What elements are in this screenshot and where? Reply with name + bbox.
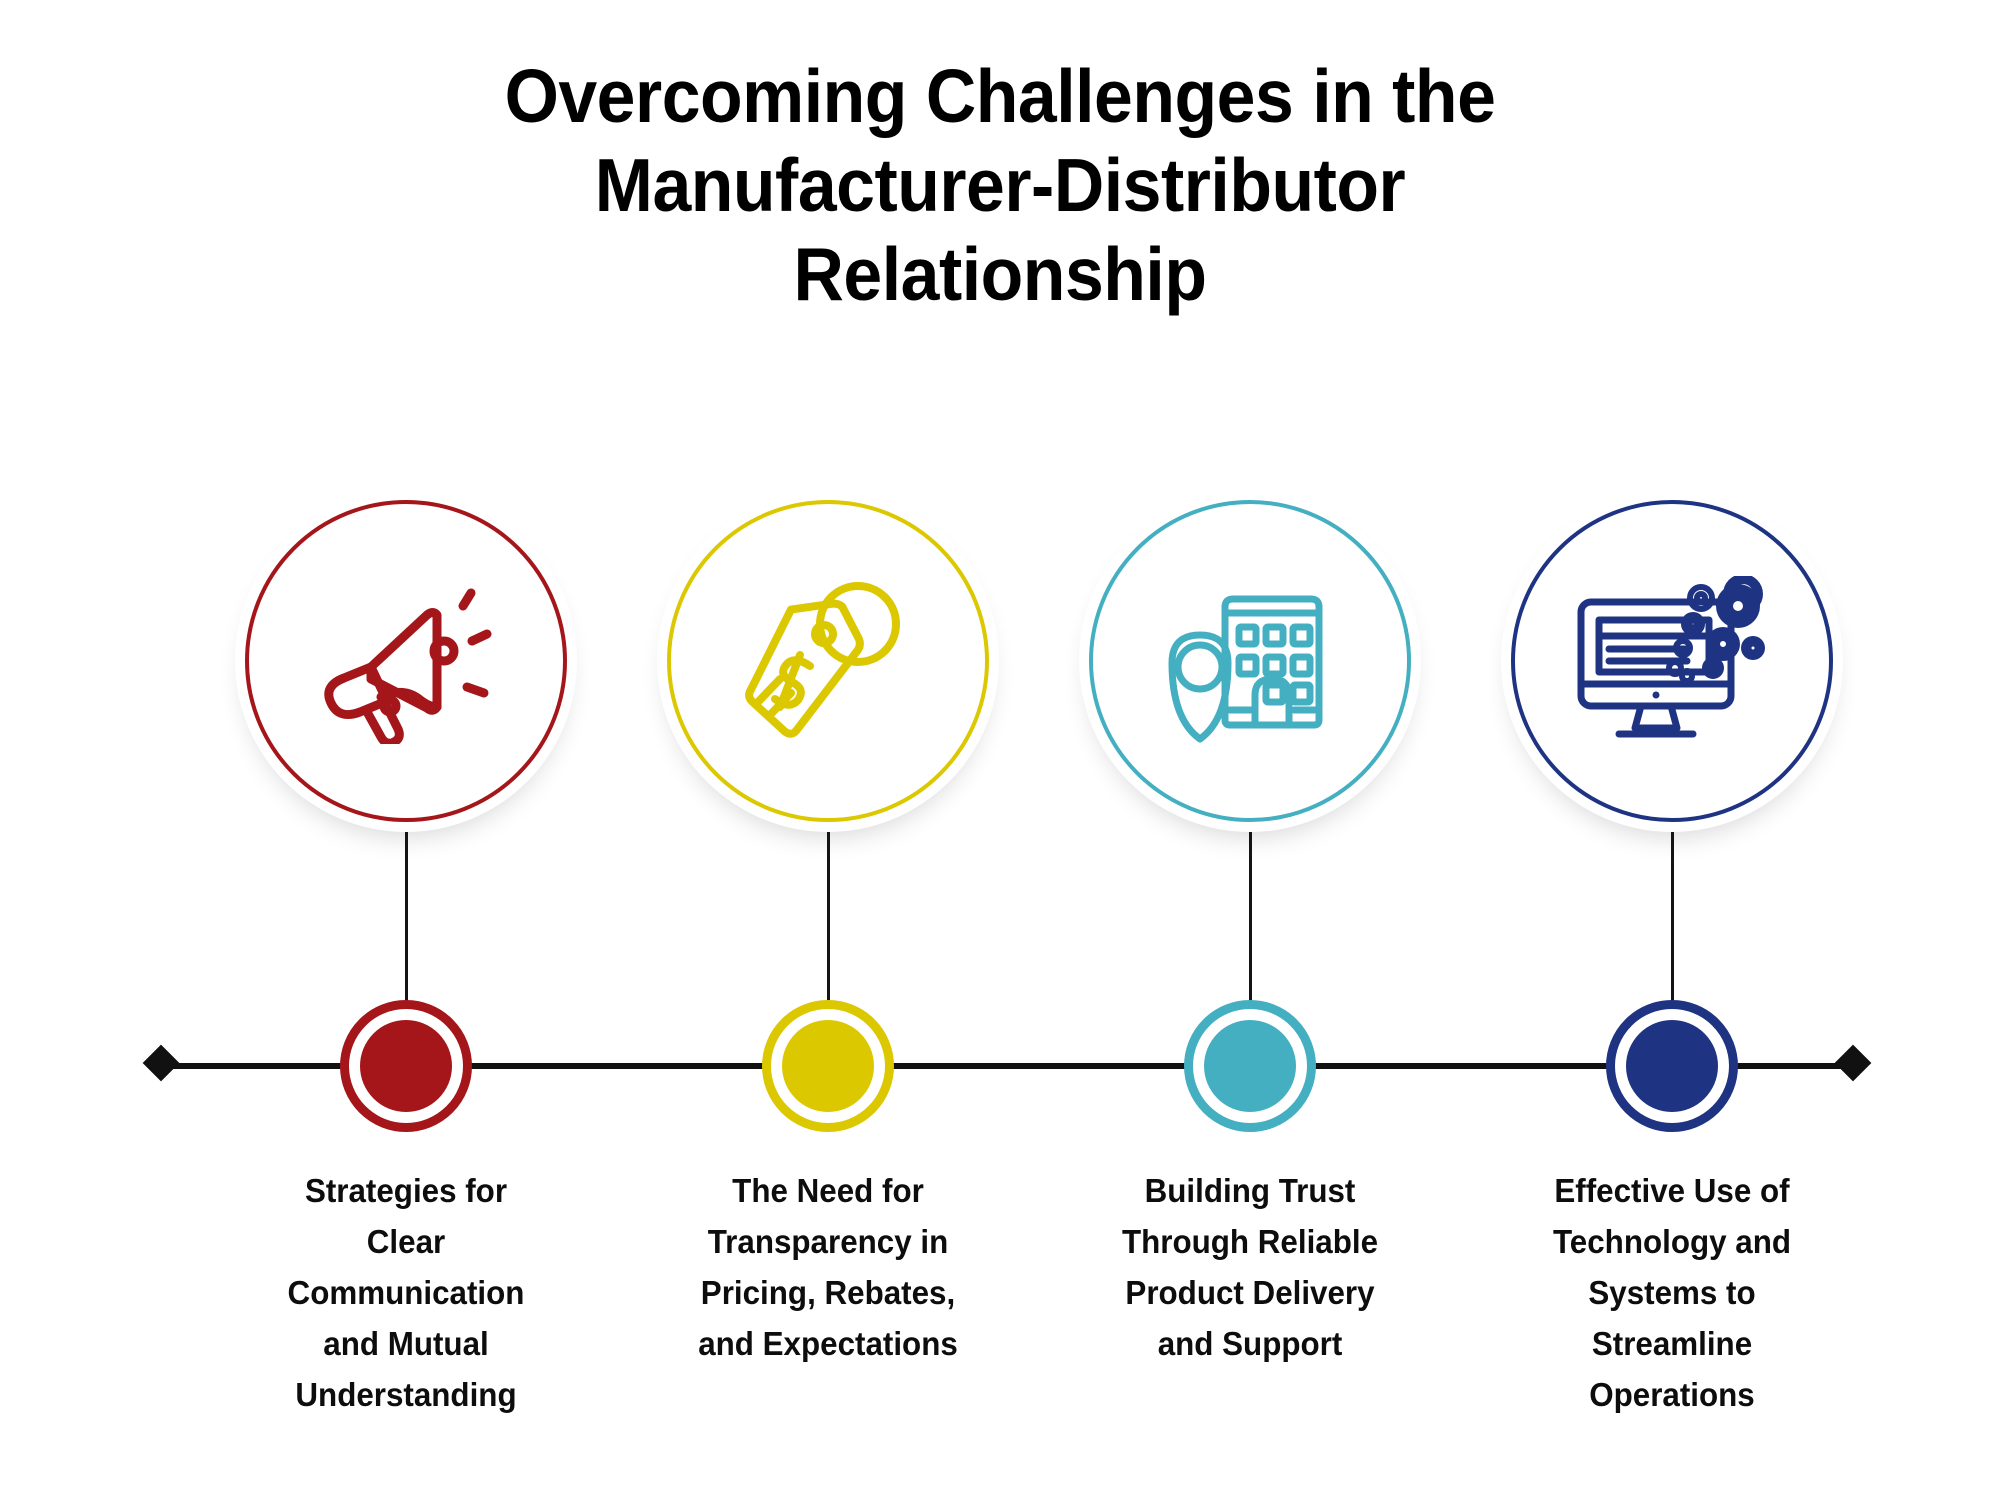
timeline-dot-core-4 <box>1626 1020 1718 1112</box>
timeline-right-endpoint-icon <box>1834 1044 1872 1082</box>
connector-line-2 <box>827 832 830 1020</box>
caption-line: Systems to <box>1588 1274 1756 1311</box>
caption-line: Effective Use of <box>1554 1172 1790 1209</box>
page-title-line-3: Relationship <box>793 232 1207 316</box>
connector-line-1 <box>405 832 408 1020</box>
caption-line: Transparency in <box>707 1223 949 1260</box>
timeline-dot-4[interactable] <box>1606 1000 1738 1132</box>
monitor-gears-icon <box>1577 576 1765 738</box>
caption-line: Clear <box>366 1223 446 1260</box>
timeline-dot-2[interactable] <box>762 1000 894 1132</box>
caption-line: Building Trust <box>1144 1172 1356 1209</box>
timeline-dot-core-1 <box>360 1020 452 1112</box>
megaphone-icon <box>324 588 492 744</box>
caption-line: Product Delivery <box>1125 1274 1375 1311</box>
price-tag-icon <box>744 582 900 738</box>
caption-line: Technology and <box>1552 1223 1792 1260</box>
caption-line: Communication <box>287 1274 525 1311</box>
step-icon-circle-1[interactable] <box>245 500 567 822</box>
connector-line-3 <box>1249 832 1252 1020</box>
caption-line: Pricing, Rebates, <box>700 1274 956 1311</box>
caption-line: and Mutual <box>323 1325 489 1362</box>
timeline-dot-core-2 <box>782 1020 874 1112</box>
icon-circle-row <box>0 500 2000 830</box>
caption-line: The Need for <box>732 1172 924 1209</box>
caption-line: Understanding <box>295 1376 517 1413</box>
timeline-dot-core-3 <box>1204 1020 1296 1112</box>
timeline-dot-1[interactable] <box>340 1000 472 1132</box>
caption-line: Operations <box>1589 1376 1755 1413</box>
caption-line: Strategies for <box>304 1172 508 1209</box>
step-icon-circle-4[interactable] <box>1511 500 1833 822</box>
connector-line-4 <box>1671 832 1674 1020</box>
caption-line: Through Reliable <box>1121 1223 1379 1260</box>
page-title-line-2: Manufacturer-Distributor <box>594 143 1406 227</box>
building-location-icon <box>1168 595 1322 742</box>
timeline-dot-3[interactable] <box>1184 1000 1316 1132</box>
gear-shapes <box>1665 584 1724 684</box>
caption-line: Streamline <box>1591 1325 1753 1362</box>
timeline-left-endpoint-icon <box>142 1044 180 1082</box>
page-title-line-1: Overcoming Challenges in the <box>504 54 1496 138</box>
caption-line: and Support <box>1157 1325 1343 1362</box>
timeline-axis <box>160 1063 1860 1069</box>
page-title: Overcoming Challenges in the Manufacture… <box>70 52 1930 319</box>
step-icon-circle-2[interactable] <box>667 500 989 822</box>
step-icon-circle-3[interactable] <box>1089 500 1411 822</box>
caption-line: and Expectations <box>698 1325 958 1362</box>
